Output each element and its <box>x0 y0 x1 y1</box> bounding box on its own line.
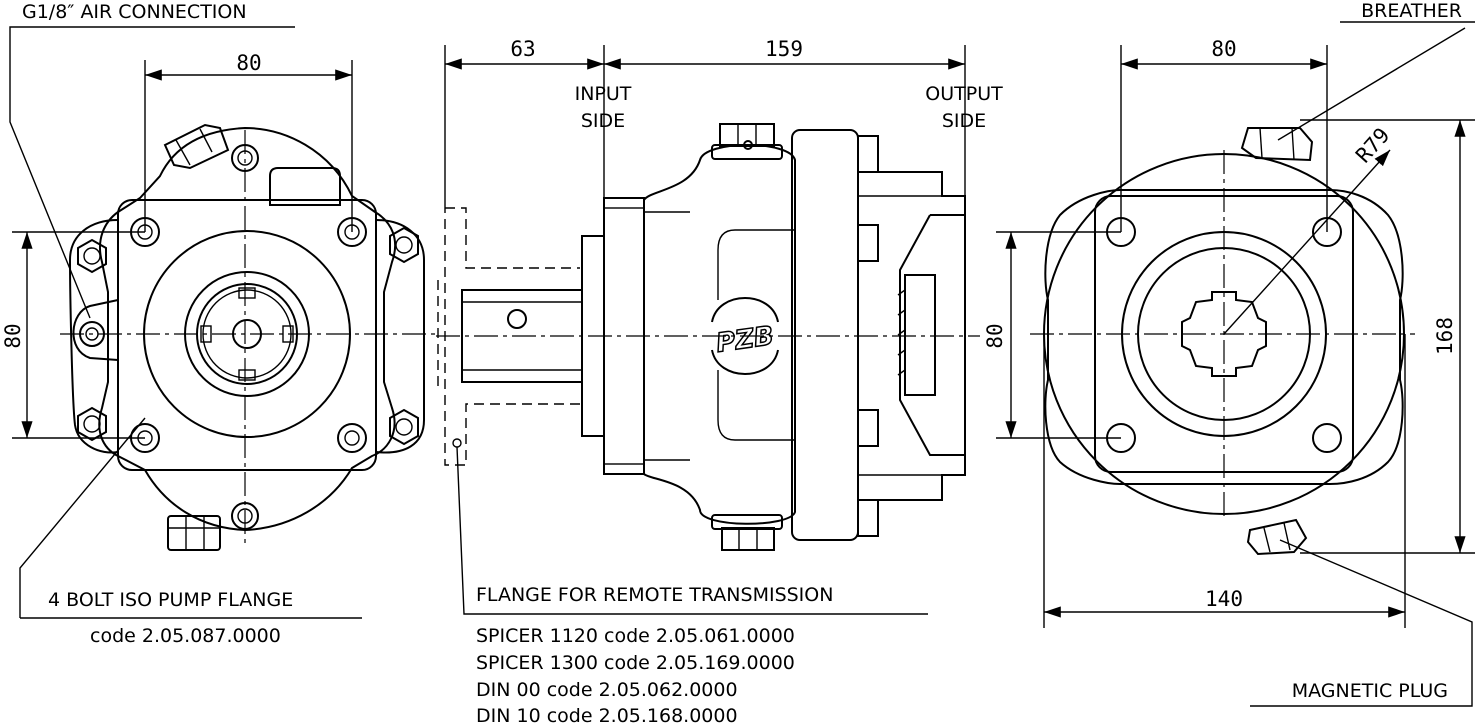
air-connection-ear <box>72 299 119 361</box>
breather-plug <box>1240 127 1314 162</box>
bottom-plug-middle <box>711 514 783 551</box>
left-width-value: 80 <box>236 51 261 75</box>
output-side-label-2: SIDE <box>942 110 986 132</box>
pump-flange-square <box>117 199 377 471</box>
remote-code-2: SPICER 1300 code 2.05.169.0000 <box>476 652 795 674</box>
body-length-value: 159 <box>765 37 803 61</box>
input-side-label-1: INPUT <box>575 83 632 105</box>
breather-label: BREATHER <box>1361 0 1462 22</box>
magnetic-plug <box>1246 518 1308 556</box>
magnetic-plug-label: MAGNETIC PLUG <box>1292 680 1448 702</box>
right-view: R79 80 80 168 140 BREATHER MAGNETIC PLUG <box>983 0 1475 707</box>
pump-flange-label: 4 BOLT ISO PUMP FLANGE <box>48 589 293 611</box>
air-connection-label: G1/8″ AIR CONNECTION <box>22 1 247 23</box>
output-housing <box>791 129 859 541</box>
left-height-value: 80 <box>1 323 25 348</box>
left-view: 80 80 G1/8″ AIR CONNECTION 4 BOLT ISO PU… <box>1 1 440 647</box>
top-plug-middle <box>711 123 783 160</box>
input-length-value: 63 <box>510 37 535 61</box>
output-side-label-1: OUTPUT <box>925 83 1003 105</box>
output-spline-bore <box>1181 291 1267 377</box>
remote-code-1: SPICER 1120 code 2.05.061.0000 <box>476 625 795 647</box>
input-side-label-2: SIDE <box>581 110 625 132</box>
breather-plug-top-left <box>163 123 230 170</box>
middle-view: PZB 63 159 INPUT SIDE OUTPUT SIDE FLANGE… <box>436 37 1003 725</box>
total-height-value: 168 <box>1433 317 1457 355</box>
remote-code-3: DIN 00 code 2.05.062.0000 <box>476 679 738 701</box>
radius-value: R79 <box>1351 123 1394 167</box>
remote-flange-outline <box>444 207 580 466</box>
logo-text: PZB <box>714 321 775 359</box>
right-width-value: 80 <box>1211 37 1236 61</box>
radius-line <box>1223 149 1391 335</box>
pump-flange-code: code 2.05.087.0000 <box>90 625 281 647</box>
remote-code-4: DIN 10 code 2.05.168.0000 <box>476 705 738 725</box>
remote-flange-label: FLANGE FOR REMOTE TRANSMISSION <box>476 584 833 606</box>
total-width-value: 140 <box>1205 587 1243 611</box>
right-height-value: 80 <box>983 323 1007 348</box>
left-bolt-holes <box>130 144 367 530</box>
bottom-plug-left <box>167 515 221 551</box>
